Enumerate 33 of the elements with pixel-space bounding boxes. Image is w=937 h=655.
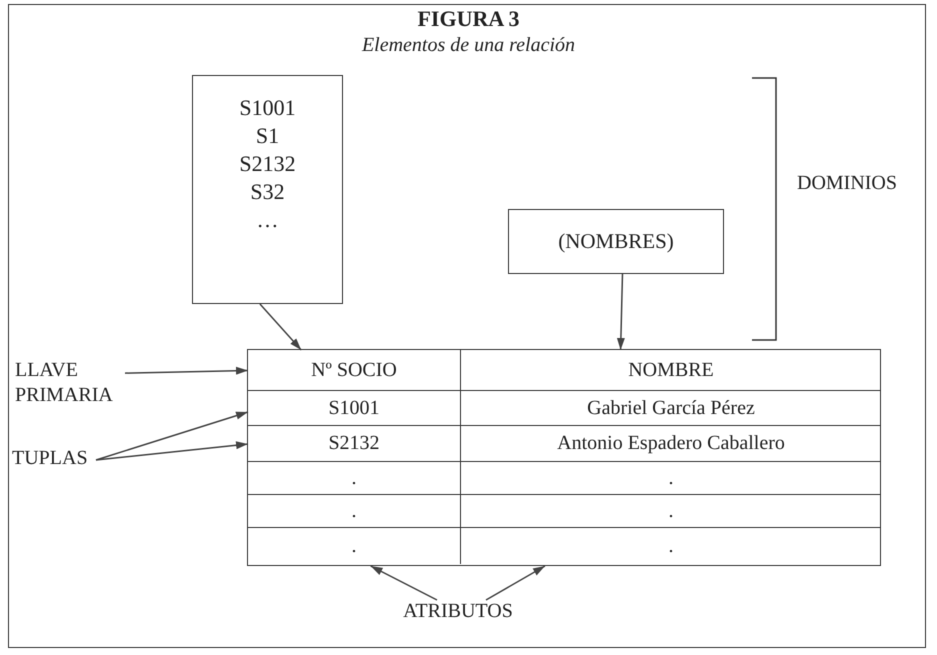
domain-value: S1: [256, 122, 280, 150]
domain-box: (NOMBRES): [508, 209, 724, 274]
figure-caption: Elementos de una relación: [362, 34, 576, 57]
table-cell: Gabriel García Pérez: [461, 391, 881, 426]
domain-value: S1001: [239, 94, 296, 122]
table-cell: .: [461, 462, 881, 495]
leader-line: [124, 366, 248, 375]
table-cell: .: [248, 528, 461, 564]
domain-box: [192, 75, 343, 304]
figure-title: FIGURA 3: [417, 6, 520, 32]
domain-value: …: [256, 206, 278, 234]
arrow: [259, 304, 302, 350]
table-cell: .: [461, 495, 881, 528]
table-cell: .: [248, 462, 461, 495]
table-cell: S2132: [248, 426, 461, 462]
column-header: NOMBRE: [461, 350, 881, 391]
relation-table: [247, 349, 881, 566]
callout-label: TUPLAS: [12, 447, 96, 473]
domain-label: DOMINIOS: [797, 172, 897, 195]
table-cell: .: [248, 495, 461, 528]
table-cell: S1001: [248, 391, 461, 426]
table-cell: Antonio Espadero Caballero: [461, 426, 881, 462]
leader-line: [486, 565, 546, 601]
arrow: [616, 274, 625, 350]
column-header: Nº SOCIO: [248, 350, 461, 391]
leader-line: [96, 441, 248, 461]
leader-line: [370, 565, 438, 601]
callout-label: ATRIBUTOS: [388, 600, 528, 626]
callout-label: LLAVE PRIMARIA: [15, 358, 125, 412]
leader-line: [96, 411, 248, 461]
domain-value: S32: [250, 178, 285, 206]
table-cell: .: [461, 528, 881, 564]
domain-value: S2132: [239, 150, 296, 178]
